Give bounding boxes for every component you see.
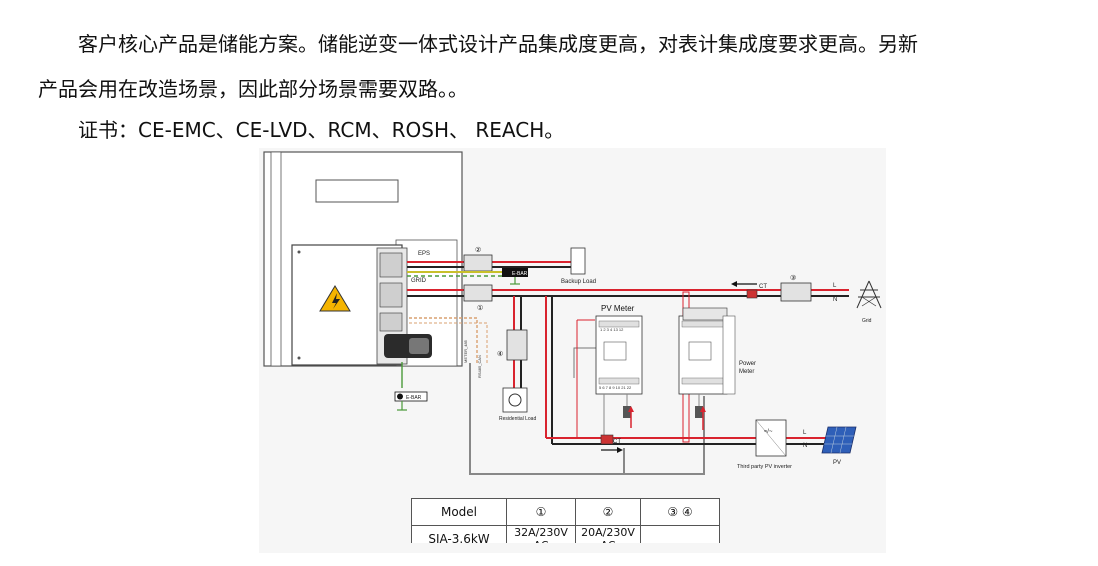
e-bar-bottom-label: E-BAR bbox=[406, 395, 422, 401]
n-top-label: N bbox=[833, 297, 837, 303]
inverter-side-panel bbox=[270, 151, 282, 367]
grid-label: Grid bbox=[862, 318, 872, 324]
eps-label: EPS bbox=[418, 251, 430, 257]
l-bottom-label: L bbox=[803, 430, 807, 436]
e-bar-top bbox=[502, 268, 528, 277]
wiring-diagram-figure: EPS Backup Load ② E-BAR GRID ① ③ L N CT bbox=[259, 148, 886, 553]
ct-top bbox=[746, 289, 758, 299]
breaker-2 bbox=[463, 254, 493, 272]
circ-3-label: ③ bbox=[790, 274, 796, 282]
circ-4-label: ④ bbox=[497, 350, 503, 358]
paragraph-retrofit: 产品会用在改造场景，因此部分场景需要双路。。 bbox=[38, 77, 468, 101]
breaker-4 bbox=[506, 329, 528, 361]
grid-port-label: GRID bbox=[411, 278, 427, 284]
circ-2-label: ② bbox=[475, 246, 481, 254]
residential-load-box bbox=[502, 387, 528, 413]
svg-text:≈/~: ≈/~ bbox=[764, 429, 773, 435]
table-header-3-4: ③ ④ bbox=[640, 498, 720, 526]
paragraph-core-product: 客户核心产品是储能方案。储能逆变一体式设计产品集成度更高，对表计集成度要求更高。… bbox=[78, 32, 918, 56]
pv-meter-terminals-bottom: 5 6 7 8 9 10 21 22 bbox=[599, 385, 632, 390]
inverter-display bbox=[315, 179, 399, 203]
pv-label: PV bbox=[833, 460, 841, 466]
ct-top-label: CT bbox=[759, 284, 767, 290]
breaker-3 bbox=[780, 282, 812, 302]
third-party-inverter-label: Third party PV inverter bbox=[737, 464, 792, 470]
table-header-1: ① bbox=[506, 498, 576, 526]
e-bar-top-label: E-BAR bbox=[512, 271, 528, 277]
breaker-1 bbox=[463, 284, 493, 302]
pv-meter-label: PV Meter bbox=[601, 304, 635, 313]
figure-bottom-edge bbox=[259, 543, 886, 553]
table-header-2: ② bbox=[575, 498, 641, 526]
power-meter-ct-clamp bbox=[695, 406, 703, 418]
pv-meter-terminals-top: 1 2 3 4 13 12 bbox=[600, 327, 624, 332]
table-header-row: Model ① ② ③ ④ bbox=[411, 498, 720, 526]
grid-tower-icon bbox=[856, 280, 882, 309]
ct-bottom-label: CT bbox=[613, 439, 621, 445]
backup-load-box bbox=[570, 247, 586, 275]
solar-panel-icon bbox=[821, 426, 857, 454]
backup-load-label: Backup Load bbox=[561, 279, 596, 285]
power-meter-label-1: Power bbox=[739, 361, 756, 367]
wiring-diagram: EPS Backup Load ② E-BAR GRID ① ③ L N CT bbox=[263, 151, 882, 475]
paragraph-certificates: 证书：CE-EMC、CE-LVD、RCM、ROSH、 REACH。 bbox=[78, 118, 565, 142]
table-header-model: Model bbox=[411, 498, 507, 526]
n-bottom-label: N bbox=[803, 443, 807, 449]
spec-table: Model ① ② ③ ④ SIA-3.6kW 32A/230V AC 20A/… bbox=[411, 498, 720, 553]
rs485-can-label: RS485_CAN bbox=[477, 355, 482, 378]
e-bar-bottom bbox=[394, 391, 428, 402]
meter-485-label: METER_485 bbox=[463, 339, 468, 363]
ct-bottom bbox=[600, 434, 614, 445]
circ-1-label: ① bbox=[477, 304, 483, 312]
residential-load-label: Residential Load bbox=[499, 416, 536, 422]
l-top-label: L bbox=[833, 283, 837, 289]
power-meter-label-2: Meter bbox=[739, 369, 754, 375]
pv-meter-ct-clamp bbox=[623, 406, 631, 418]
